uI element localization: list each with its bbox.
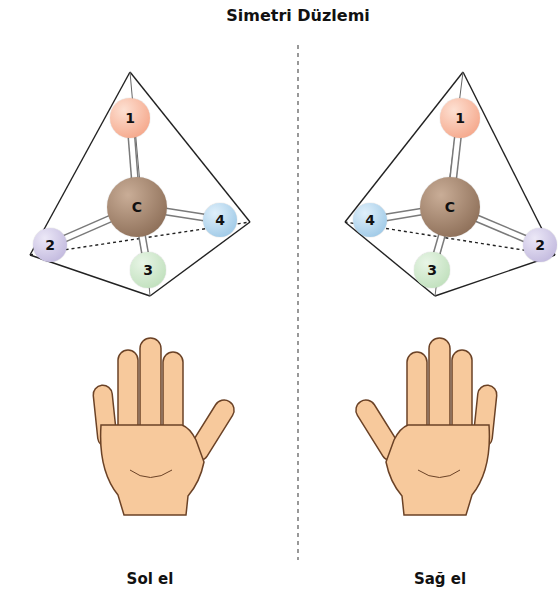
atom-label: 2 [45, 237, 55, 253]
tetrahedron [30, 72, 250, 296]
atom-label: 1 [455, 110, 465, 126]
bond-fill [453, 137, 458, 178]
left-hand [92, 338, 238, 515]
bond-stick [166, 211, 205, 217]
atom-label: 4 [365, 212, 375, 228]
bond-fill [166, 211, 205, 217]
bond-stick [453, 137, 458, 178]
bond-stick [131, 137, 134, 178]
atom-label: 4 [215, 212, 225, 228]
hand-caption: Sağ el [414, 570, 466, 588]
bond-stick [142, 236, 145, 254]
substituent-atom: 4 [203, 203, 237, 237]
bond-stick [386, 212, 422, 218]
bond-fill [437, 235, 442, 254]
bond-outline [166, 211, 205, 217]
atom-label: 3 [427, 262, 437, 278]
bond-stick [477, 218, 526, 238]
bond-fill [386, 212, 422, 218]
bond-outline [453, 137, 458, 178]
substituent-atom: 1 [440, 98, 480, 138]
substituent-atom: 3 [414, 252, 450, 288]
symmetry-plane [297, 45, 298, 560]
atom-label: 3 [143, 262, 153, 278]
atom-label: C [445, 199, 455, 215]
bond-layer [65, 137, 526, 254]
substituent-atom: 3 [130, 252, 166, 288]
carbon-atom: C [420, 177, 480, 237]
bond-fill [131, 137, 134, 178]
bond-outline [142, 236, 145, 254]
bond-outline [477, 218, 526, 238]
atom-label: 1 [125, 110, 135, 126]
bond-outline [65, 219, 111, 239]
substituent-atom: 1 [110, 98, 150, 138]
bond-fill [477, 218, 526, 238]
bond-stick [437, 235, 442, 254]
substituent-atom: 2 [523, 228, 557, 262]
right-hand [352, 338, 498, 515]
tetrahedron [345, 72, 555, 296]
carbon-atom: C [107, 177, 167, 237]
bond-outline [386, 212, 422, 218]
bond-outline [131, 137, 134, 178]
bond-outline [437, 235, 442, 254]
title: Simetri Düzlemi [226, 6, 370, 25]
bond-fill [65, 219, 111, 239]
hand-caption: Sol el [127, 570, 174, 588]
substituent-atom: 4 [353, 203, 387, 237]
bond-stick [65, 219, 111, 239]
substituent-atom: 2 [33, 228, 67, 262]
bond-fill [142, 236, 145, 254]
atom-label: C [132, 199, 142, 215]
atom-label: 2 [535, 237, 545, 253]
